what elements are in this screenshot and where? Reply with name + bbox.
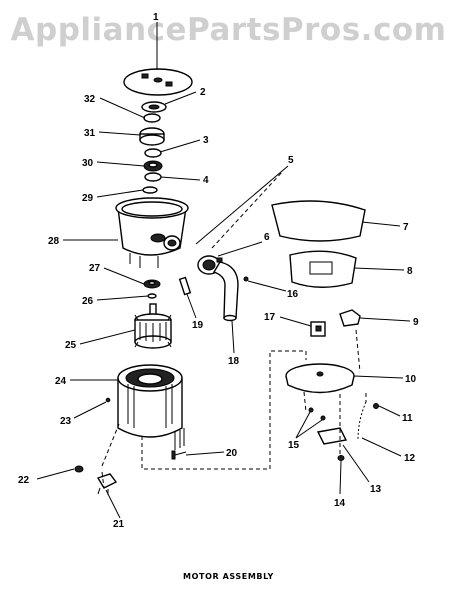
callout-7: 7 <box>403 222 409 233</box>
callout-11: 11 <box>402 413 413 424</box>
part-10-base <box>285 363 355 394</box>
callout-23: 23 <box>60 416 72 427</box>
part-15-screws <box>308 407 326 421</box>
callout-15: 15 <box>288 440 300 451</box>
part-13-clip <box>316 427 348 445</box>
callout-26: 26 <box>82 296 94 307</box>
callout-16: 16 <box>287 289 299 300</box>
part-30-seal <box>143 160 163 172</box>
part-2-washer <box>141 101 167 113</box>
part-16-screw <box>243 276 249 282</box>
callout-5: 5 <box>288 155 294 166</box>
part-3-washer <box>144 148 162 158</box>
callout-10: 10 <box>405 374 417 385</box>
watermark-text: AppliancePartsPros.com <box>10 12 447 48</box>
part-11-screw <box>373 403 379 409</box>
part-24-stator <box>117 364 185 450</box>
part-31-hub <box>139 127 165 146</box>
part-28-grind-chamber <box>115 197 189 268</box>
part-21-switch <box>96 473 118 495</box>
part-23-screw <box>105 397 111 403</box>
part-19-pin <box>178 276 192 296</box>
callout-4: 4 <box>203 175 209 186</box>
callout-32: 32 <box>84 94 96 105</box>
callout-14: 14 <box>334 498 346 509</box>
part-8-plate <box>289 250 357 288</box>
callout-2: 2 <box>200 87 206 98</box>
callout-31: 31 <box>84 128 96 139</box>
callout-24: 24 <box>55 376 67 387</box>
part-6-clamp <box>197 255 223 275</box>
callout-8: 8 <box>407 266 413 277</box>
callout-29: 29 <box>82 193 94 204</box>
callout-6: 6 <box>264 232 270 243</box>
part-20-screw <box>171 450 187 460</box>
callout-30: 30 <box>82 158 94 169</box>
diagram-caption: MOTOR ASSEMBLY <box>183 572 274 581</box>
callout-9: 9 <box>413 317 419 328</box>
leader-lines <box>36 22 411 519</box>
callout-20: 20 <box>226 448 238 459</box>
part-29-ring <box>142 186 158 194</box>
callout-labels: 1 2 32 31 3 30 4 29 5 28 6 27 26 19 25 2… <box>18 12 419 530</box>
callout-22: 22 <box>18 475 30 486</box>
callout-3: 3 <box>203 135 209 146</box>
part-22-nut <box>74 465 84 473</box>
part-7-cover <box>271 200 366 242</box>
part-4-ring <box>144 172 162 182</box>
part-27-seal <box>143 279 161 289</box>
callout-19: 19 <box>192 320 204 331</box>
callout-17: 17 <box>264 312 276 323</box>
callout-25: 25 <box>65 340 77 351</box>
part-9-bracket <box>339 309 361 327</box>
part-17-connector <box>310 321 326 337</box>
part-18-drain-elbow <box>212 261 239 322</box>
callout-18: 18 <box>228 356 240 367</box>
part-25-rotor <box>134 303 172 349</box>
callout-13: 13 <box>370 484 382 495</box>
part-32-ring <box>143 113 161 123</box>
callout-27: 27 <box>89 263 101 274</box>
callout-12: 12 <box>404 453 416 464</box>
part-1-turntable <box>123 68 193 96</box>
callout-21: 21 <box>113 519 125 530</box>
assembly-lines <box>101 170 367 489</box>
part-26-ring <box>147 293 157 299</box>
part-14-nut <box>337 455 345 461</box>
part-12-cord <box>357 401 367 441</box>
callout-28: 28 <box>48 236 60 247</box>
callout-1: 1 <box>153 12 159 23</box>
